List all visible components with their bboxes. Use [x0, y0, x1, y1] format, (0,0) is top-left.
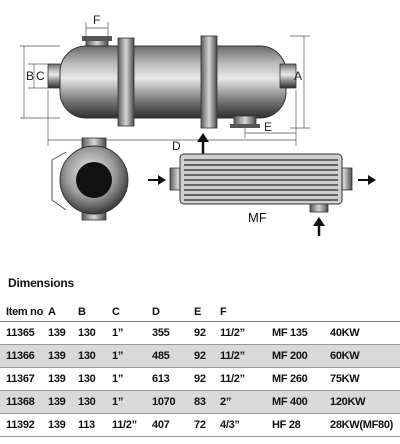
cell-item-no: 11365: [6, 327, 35, 339]
cell-f: 11/2”: [220, 327, 245, 339]
cell-e: 72: [194, 419, 206, 431]
dim-label-e: E: [264, 120, 272, 134]
cell-model: HF 28: [272, 419, 301, 431]
table-row: 11365 139 130 1” 355 92 11/2” MF 135 40KW: [0, 322, 400, 345]
right-flange: [200, 35, 218, 129]
cell-f: 11/2”: [220, 373, 245, 385]
header-d: D: [152, 306, 160, 318]
cell-power: 28KW(MF80): [330, 419, 394, 431]
cell-b: 130: [78, 350, 96, 362]
right-port: [279, 63, 297, 89]
cell-b: 113: [78, 419, 95, 431]
cell-item-no: 11367: [6, 373, 35, 385]
cell-power: 75KW: [330, 373, 360, 385]
table-row: 11368 139 130 1” 1070 83 2” MF 400 120KW: [0, 390, 400, 414]
cell-c: 1”: [112, 350, 124, 362]
bottom-port-cap: [230, 124, 260, 128]
header-f: F: [220, 306, 227, 318]
cell-a: 139: [48, 327, 66, 339]
end-view: [51, 137, 129, 221]
header-a: A: [48, 306, 56, 318]
dimensions-title: Dimensions: [8, 276, 75, 290]
dim-label-a: A: [294, 69, 302, 83]
table-header-row: Item no A B C D E F: [0, 300, 400, 322]
cell-power: 120KW: [330, 396, 366, 408]
cell-a: 139: [48, 350, 66, 362]
cell-c: 1”: [112, 327, 124, 339]
side-view: [47, 35, 297, 129]
cell-model: MF 135: [272, 327, 308, 339]
dim-label-b: B: [26, 69, 34, 83]
cell-e: 83: [194, 396, 206, 408]
mf-exchanger: [169, 153, 353, 213]
cell-b: 130: [78, 373, 96, 385]
header-c: C: [112, 306, 120, 318]
cell-model: MF 400: [272, 396, 308, 408]
dim-label-f: F: [93, 13, 100, 27]
dim-label-d: D: [172, 139, 181, 153]
cell-power: 40KW: [330, 327, 360, 339]
cell-c: 1”: [112, 373, 124, 385]
table-row: 11367 139 130 1” 613 92 11/2” MF 260 75KW: [0, 368, 400, 391]
technical-drawing-svg: F C B A D E: [20, 13, 376, 236]
cell-a: 139: [48, 373, 66, 385]
shell-body: [59, 45, 287, 119]
table-row: 11392 139 113 11/2” 407 72 4/3” HF 28 28KW(MF80): [0, 414, 400, 437]
cell-b: 130: [78, 327, 96, 339]
cell-a: 139: [48, 419, 66, 431]
header-power: [330, 300, 400, 322]
cell-d: 407: [152, 419, 170, 431]
table-row: 11366 139 130 1” 485 92 11/2” MF 200 60KW: [0, 344, 400, 368]
cell-f: 11/2”: [220, 350, 245, 362]
top-port-cap: [82, 36, 112, 41]
cell-d: 485: [152, 350, 170, 362]
cell-item-no: 11366: [6, 350, 35, 362]
mf-model-label: MF: [248, 210, 267, 225]
cell-d: 1070: [152, 396, 176, 408]
cell-c: 1”: [112, 396, 124, 408]
left-flange: [117, 37, 135, 127]
cell-e: 92: [194, 327, 206, 339]
cell-e: 92: [194, 373, 206, 385]
cell-d: 355: [152, 327, 170, 339]
mf-flow-arrows: [148, 175, 376, 236]
dim-label-c: C: [36, 69, 45, 83]
header-model: [272, 300, 330, 322]
cell-f: 2”: [220, 396, 232, 408]
cell-e: 92: [194, 350, 206, 362]
cell-a: 139: [48, 396, 66, 408]
cell-item-no: 11392: [6, 419, 35, 431]
header-b: B: [78, 306, 86, 318]
header-item-no: Item no: [6, 306, 44, 318]
heat-exchanger-drawing: F C B A D E: [20, 13, 376, 236]
cell-d: 613: [152, 373, 170, 385]
cell-b: 130: [78, 396, 96, 408]
header-e: E: [194, 306, 202, 318]
cell-c: 11/2”: [112, 419, 137, 431]
cell-f: 4/3”: [220, 419, 240, 431]
flow-arrow-up-top: [197, 133, 209, 155]
cell-item-no: 11368: [6, 396, 35, 408]
cell-model: MF 200: [272, 350, 308, 362]
cell-model: MF 260: [272, 373, 308, 385]
cell-power: 60KW: [330, 350, 360, 362]
